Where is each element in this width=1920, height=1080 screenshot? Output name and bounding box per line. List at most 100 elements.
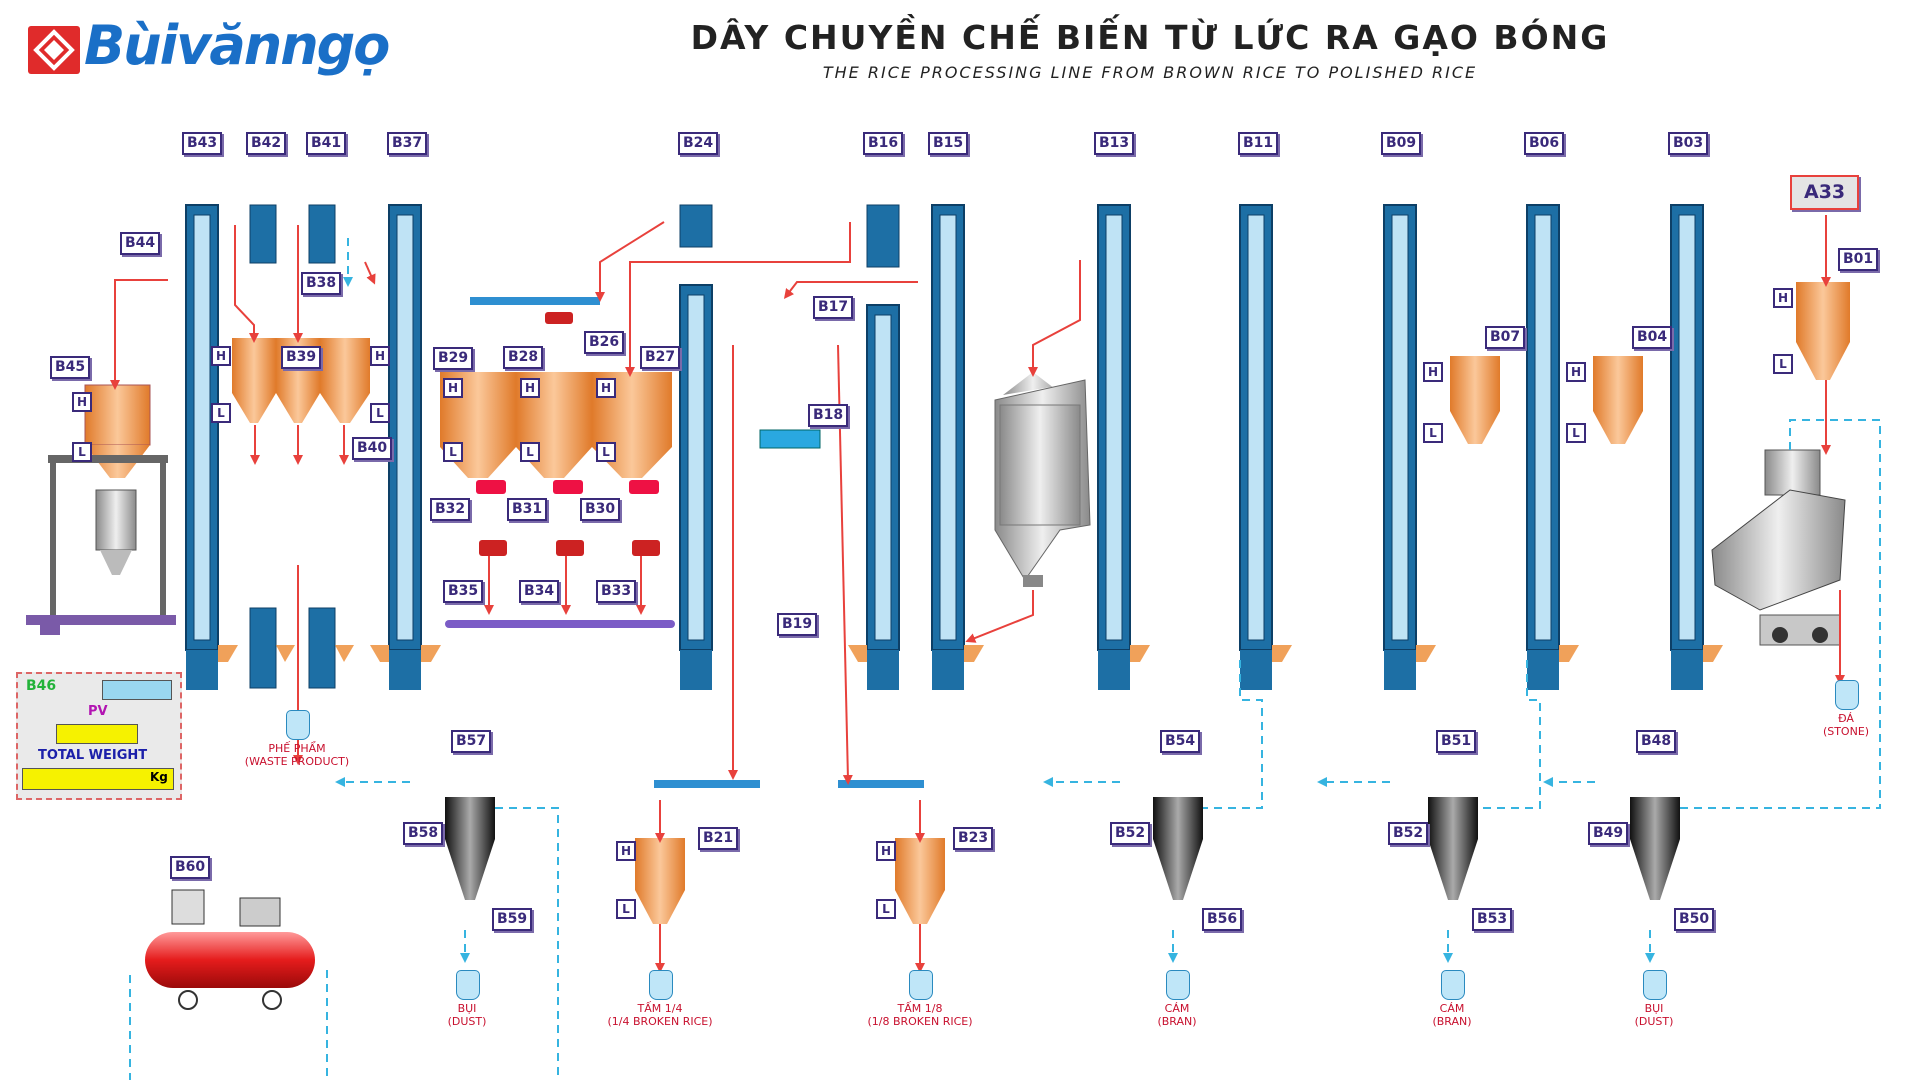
tag-label: B50	[1674, 908, 1715, 931]
tag-label: B15	[928, 132, 969, 155]
output-label-en: (BRAN)	[1432, 1015, 1472, 1028]
weight-control-panel: B46 PV TOTAL WEIGHT Kg	[16, 672, 182, 800]
product-bag-icon	[1643, 970, 1667, 1000]
tag-label: B41	[306, 132, 347, 155]
tag-label: B54	[1160, 730, 1201, 753]
output-label: CÁM	[1164, 1002, 1190, 1015]
total-weight-label: TOTAL WEIGHT	[38, 748, 148, 763]
tag-label: B17	[813, 296, 854, 319]
output-label-en: (1/8 BROKEN RICE)	[867, 1015, 973, 1028]
product-bag-icon	[1441, 970, 1465, 1000]
tag-label: B28	[503, 346, 544, 369]
level-low-indicator: L	[370, 403, 390, 423]
tag-label: B56	[1202, 908, 1243, 931]
product-bag-icon	[1166, 970, 1190, 1000]
product-bag-icon	[909, 970, 933, 1000]
level-low-indicator: L	[211, 403, 231, 423]
tag-label: B60	[170, 856, 211, 879]
elevator-b43	[185, 204, 219, 690]
tag-label: B51	[1436, 730, 1477, 753]
tag-label: B59	[492, 908, 533, 931]
company-logo: Bùivănngọ	[84, 14, 390, 77]
tag-label: B01	[1838, 248, 1879, 271]
output-label: TẤM 1/8	[897, 1002, 943, 1015]
elevator-b16	[866, 304, 900, 690]
unit-label: Kg	[150, 770, 168, 784]
tag-label: B03	[1668, 132, 1709, 155]
output-label-en: (DUST)	[1634, 1015, 1674, 1028]
elevator-b24	[679, 284, 713, 690]
tag-label: B39	[281, 346, 322, 369]
output-label: CÁM	[1439, 1002, 1465, 1015]
level-high-indicator: H	[876, 841, 896, 861]
level-low-indicator: L	[1566, 423, 1586, 443]
polisher-machine	[994, 372, 1091, 587]
tag-label: B37	[387, 132, 428, 155]
tag-label: B06	[1524, 132, 1565, 155]
level-high-indicator: H	[72, 392, 92, 412]
level-high-indicator: H	[520, 378, 540, 398]
tag-label: B33	[596, 580, 637, 603]
level-low-indicator: L	[72, 442, 92, 462]
logo-mark	[28, 26, 80, 74]
level-low-indicator: L	[616, 899, 636, 919]
level-low-indicator: L	[443, 442, 463, 462]
level-high-indicator: H	[1566, 362, 1586, 382]
elevator-b09	[1383, 204, 1417, 690]
output-label: TẤM 1/4	[637, 1002, 683, 1015]
output-label-en: (STONE)	[1822, 725, 1870, 738]
cyclone-b52-a	[1153, 797, 1203, 900]
level-high-indicator: H	[370, 346, 390, 366]
tag-label: B43	[182, 132, 223, 155]
output-label: PHẾ PHẨM	[268, 742, 326, 755]
tag-label: B52	[1388, 822, 1429, 845]
feeders	[476, 312, 821, 556]
tag-label: B24	[678, 132, 719, 155]
feed-hoppers	[218, 645, 1723, 662]
tag-label: B31	[507, 498, 548, 521]
cyclone-b52-b	[1428, 797, 1478, 900]
output-label: BỤI	[1644, 1002, 1664, 1015]
tag-label: B58	[403, 822, 444, 845]
output-label: BỤI	[457, 1002, 477, 1015]
output-label-en: (1/4 BROKEN RICE)	[607, 1015, 713, 1028]
elevator-stub-b42	[249, 204, 277, 689]
bin-b21	[635, 838, 685, 924]
tag-label: B44	[120, 232, 161, 255]
bin-b45	[84, 384, 151, 478]
tag-label: B48	[1636, 730, 1677, 753]
tag-label: B11	[1238, 132, 1279, 155]
tag-label: B32	[430, 498, 471, 521]
product-bag-icon	[1835, 680, 1859, 710]
tag-label: B34	[519, 580, 560, 603]
bin-b29-group	[440, 372, 672, 478]
elevator-stub-b41	[308, 204, 336, 689]
cyclone-b58	[445, 797, 495, 900]
bin-b23	[895, 838, 945, 924]
tag-label: B53	[1472, 908, 1513, 931]
flow-lines-red	[110, 215, 1845, 973]
elevator-stub-b16-top	[866, 204, 900, 268]
tag-label: B57	[451, 730, 492, 753]
level-high-indicator: H	[1773, 288, 1793, 308]
level-low-indicator: L	[520, 442, 540, 462]
level-low-indicator: L	[596, 442, 616, 462]
tag-label: B27	[640, 346, 681, 369]
level-low-indicator: L	[876, 899, 896, 919]
output-label-en: (WASTE PRODUCT)	[244, 755, 350, 768]
tag-label: B45	[50, 356, 91, 379]
elevator-b37	[388, 204, 422, 690]
tag-label: B29	[433, 347, 474, 370]
tag-label: B40	[352, 437, 393, 460]
output-label-en: (DUST)	[447, 1015, 487, 1028]
page-subtitle: THE RICE PROCESSING LINE FROM BROWN RICE…	[822, 63, 1478, 82]
conveyors	[445, 297, 924, 788]
level-low-indicator: L	[1773, 354, 1793, 374]
product-bag-icon	[286, 710, 310, 740]
tag-label: B07	[1485, 326, 1526, 349]
total-weight-display	[22, 768, 174, 790]
elevator-b03	[1670, 204, 1704, 690]
tag-label: B38	[301, 272, 342, 295]
tag-label: B09	[1381, 132, 1422, 155]
